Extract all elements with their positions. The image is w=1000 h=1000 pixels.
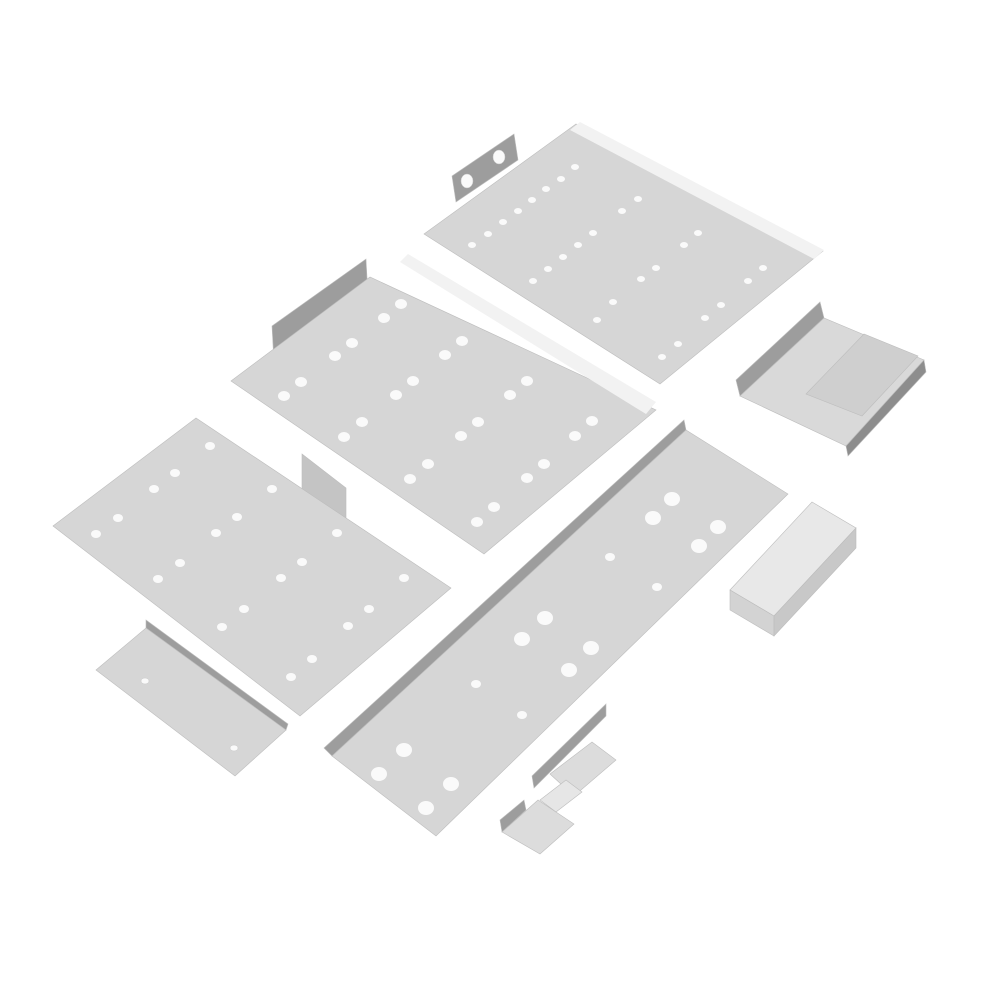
right-box (729, 501, 857, 637)
top-plate-holes (468, 164, 767, 360)
left-plate (52, 417, 452, 717)
middle-plate (230, 254, 657, 555)
middle-plate-strip (400, 254, 656, 414)
top-plate (423, 122, 824, 385)
long-channel (323, 419, 789, 837)
small-bracket-upper-wall (531, 703, 607, 789)
small-bracket-lower (499, 779, 583, 855)
hole (492, 149, 506, 165)
left-plate-holes (91, 442, 409, 681)
right-tray (735, 301, 927, 457)
small-left-plate-surface (95, 627, 287, 777)
hole (140, 677, 150, 685)
small-bracket-lower-wall (499, 799, 527, 833)
small-bracket-lower-base (501, 799, 575, 855)
middle-plate-holes (278, 299, 598, 527)
right-tray-front-wall (845, 359, 927, 457)
long-channel-surface (331, 429, 789, 837)
hole (460, 173, 474, 189)
top-plate-strip (570, 122, 824, 259)
middle-plate-surface (230, 276, 657, 555)
hole (229, 744, 239, 752)
long-channel-holes (371, 492, 726, 815)
top-plate-surface (423, 123, 824, 385)
right-box-side (773, 527, 857, 637)
small-left-plate (95, 619, 289, 777)
small-bracket-lower-tab (539, 779, 583, 813)
right-tray-inner-block (805, 333, 919, 417)
